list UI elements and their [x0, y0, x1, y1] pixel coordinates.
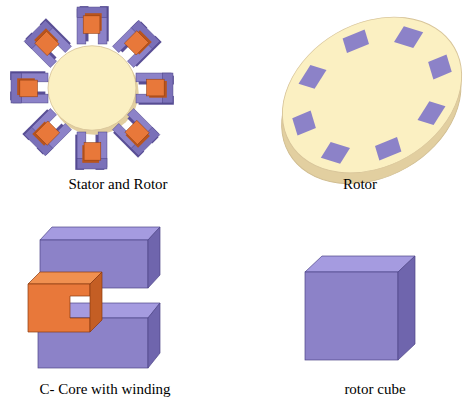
- caption-box: C- Core with winding: [39, 381, 170, 398]
- figure-caption: C- Core with winding: [39, 381, 170, 398]
- c-core-figure: [28, 227, 160, 368]
- caption-box: Stator and Rotor: [68, 176, 167, 193]
- figure-caption: Rotor: [343, 176, 377, 193]
- figure-caption: rotor cube: [344, 381, 405, 398]
- rotor-figure: [249, 0, 474, 215]
- rotor-cube-figure: [305, 256, 415, 360]
- figure-caption: Stator and Rotor: [68, 176, 167, 193]
- stator-rotor-figure: [10, 6, 174, 170]
- caption-box: rotor cube: [344, 381, 405, 398]
- caption-box: Rotor: [343, 176, 377, 193]
